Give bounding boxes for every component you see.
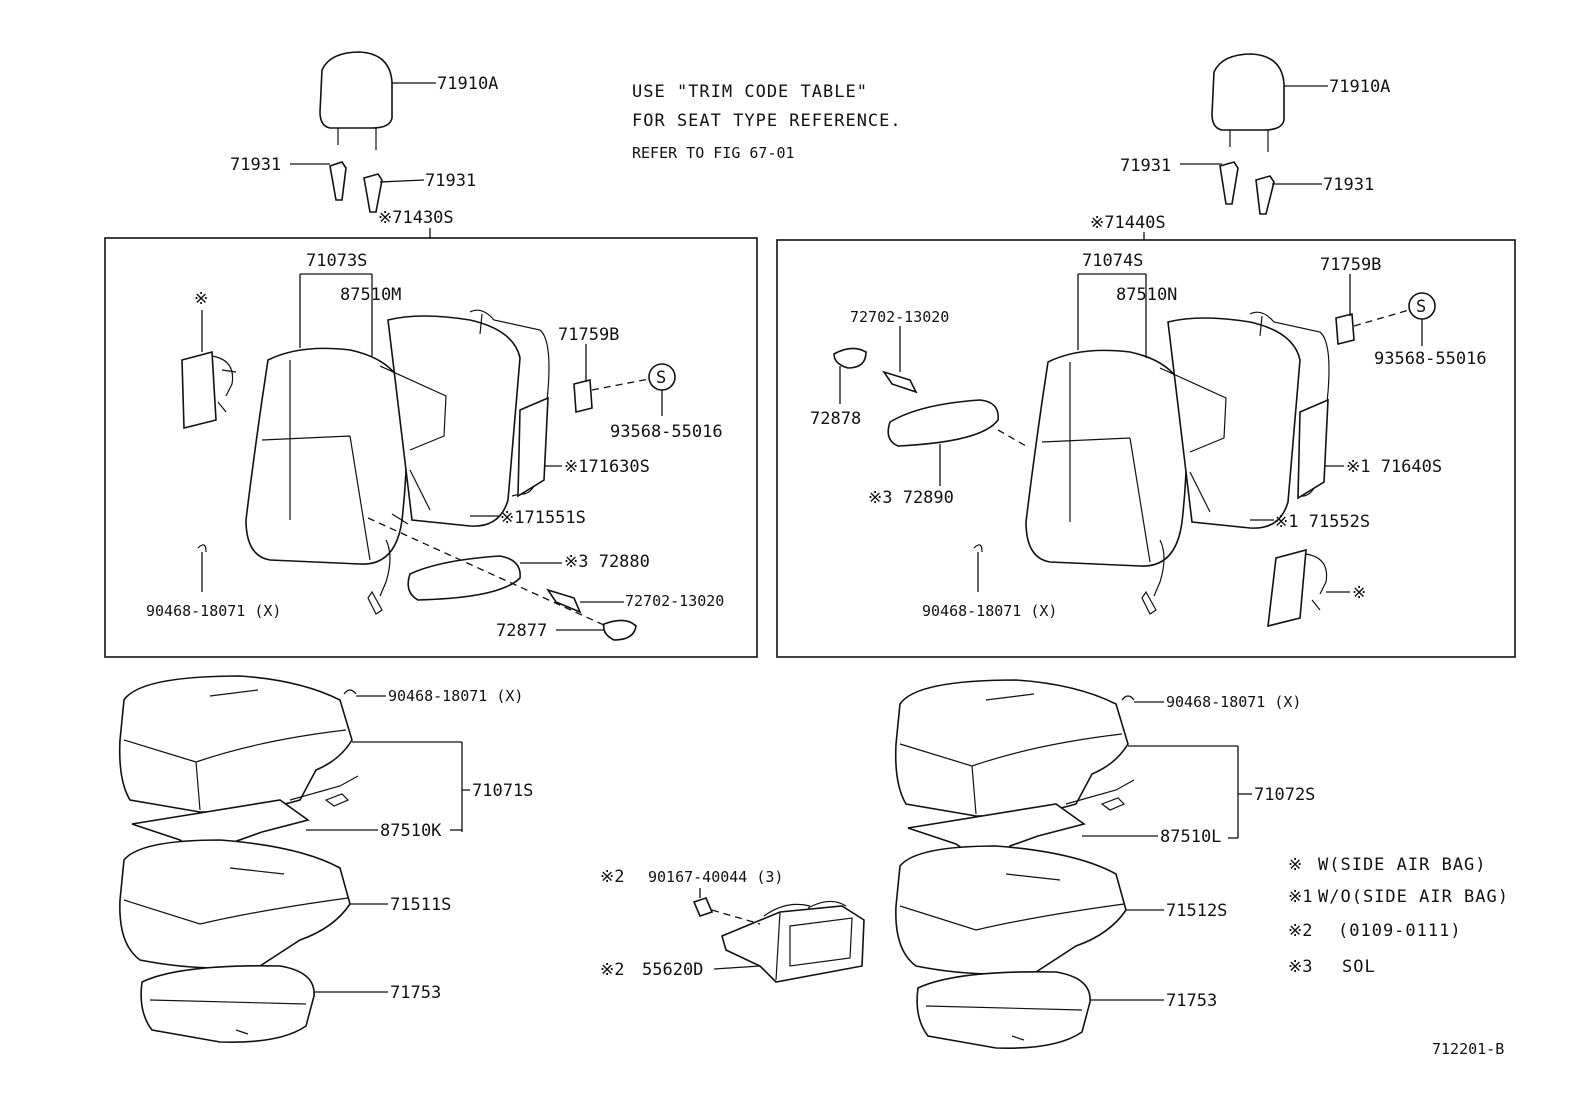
left-cushion-heater-label: 87510K [380, 821, 442, 841]
right-headrest-label: 71910A [1329, 77, 1390, 97]
left-cushion-drawing [118, 675, 359, 1043]
right-screw-label: 93568-55016 [1374, 349, 1487, 369]
left-hogring-label: 90468-18071 (X) [146, 602, 281, 620]
right-seatback-group-box [776, 239, 1516, 658]
left-guide-a-label: 71931 [230, 155, 281, 175]
center-mark-b: ※2 [600, 960, 624, 980]
right-pad-label: 87510N [1116, 285, 1177, 305]
right-pad2-label: ※1 71552S [1274, 512, 1370, 532]
left-bracket-label: 71759B [558, 325, 619, 345]
right-cap-label: 72878 [810, 409, 861, 429]
right-frame-label: ※1 71640S [1346, 457, 1442, 477]
left-seatback-drawing [181, 309, 676, 641]
right-headrest-drawing [1211, 53, 1285, 215]
legend-text-1: W/O(SIDE AIR BAG) [1318, 887, 1509, 907]
legend-mark-2: ※2 [1288, 921, 1312, 941]
legend-text-2: (0109-0111) [1338, 921, 1462, 941]
right-seatback-drawing [833, 292, 1436, 628]
legend-text-0: W(SIDE AIR BAG) [1318, 855, 1487, 875]
center-bolt-label: 90167-40044 (3) [648, 868, 783, 886]
legend-mark-0: ※ [1288, 855, 1302, 875]
note-line-2: FOR SEAT TYPE REFERENCE. [632, 111, 902, 131]
left-cushion-pad-label: 71511S [390, 895, 451, 915]
right-cushion-shield-label: 71753 [1166, 991, 1217, 1011]
left-cap-label: 72877 [496, 621, 547, 641]
legend-text-3: SOL [1342, 957, 1376, 977]
center-mark-a: ※2 [600, 867, 624, 887]
figure-id: 712201-B [1432, 1040, 1504, 1058]
right-cushion-pad-label: 71512S [1166, 901, 1227, 921]
left-cushion-hogring-label: 90468-18071 (X) [388, 687, 523, 705]
left-pad2-label: ※171551S [500, 508, 586, 528]
right-assy-label: ※71440S [1090, 213, 1166, 233]
left-airbag-label: ※ [194, 289, 208, 309]
left-frame-label: ※171630S [564, 457, 650, 477]
right-bracket-label: 71759B [1320, 255, 1381, 275]
right-hogring-label: 90468-18071 (X) [922, 602, 1057, 620]
left-headrest-label: 71910A [437, 74, 498, 94]
right-guide-a-label: 71931 [1120, 156, 1171, 176]
left-cover-label: 71073S [306, 251, 367, 271]
legend: ※ W(SIDE AIR BAG) ※1 W/O(SIDE AIR BAG) ※… [1288, 855, 1509, 977]
center-holder-label: 55620D [642, 960, 703, 980]
left-seatback-group-box [104, 237, 758, 658]
note-line-1: USE "TRIM CODE TABLE" [632, 82, 868, 102]
left-assy-label: ※71430S [378, 208, 454, 228]
left-pad-label: 87510M [340, 285, 401, 305]
right-cushion-drawing [894, 679, 1135, 1049]
right-armrest-label: ※3 72890 [868, 488, 954, 508]
right-airbag-label: ※ [1352, 583, 1366, 603]
left-guide-b-label: 71931 [425, 171, 476, 191]
left-cushion-shield-label: 71753 [390, 983, 441, 1003]
right-guide-b-label: 71931 [1323, 175, 1374, 195]
left-bolt-label: 72702-13020 [625, 592, 724, 610]
legend-mark-1: ※1 [1288, 887, 1312, 907]
center-cupholder-drawing [692, 897, 865, 983]
right-bolt-label: 72702-13020 [850, 308, 949, 326]
left-cushion-cover-label: 71071S [472, 781, 533, 801]
right-cushion-cover-label: 71072S [1254, 785, 1315, 805]
right-cushion-hogring-label: 90468-18071 (X) [1166, 693, 1301, 711]
right-cushion-heater-label: 87510L [1160, 827, 1221, 847]
left-screw-mark: S [656, 368, 666, 388]
left-armrest-label: ※3 72880 [564, 552, 650, 572]
right-cover-label: 71074S [1082, 251, 1143, 271]
left-screw-label: 93568-55016 [610, 422, 723, 442]
legend-mark-3: ※3 [1288, 957, 1312, 977]
left-headrest-drawing [319, 51, 393, 213]
right-screw-mark: S [1416, 297, 1426, 317]
note-line-3: REFER TO FIG 67-01 [632, 144, 795, 162]
